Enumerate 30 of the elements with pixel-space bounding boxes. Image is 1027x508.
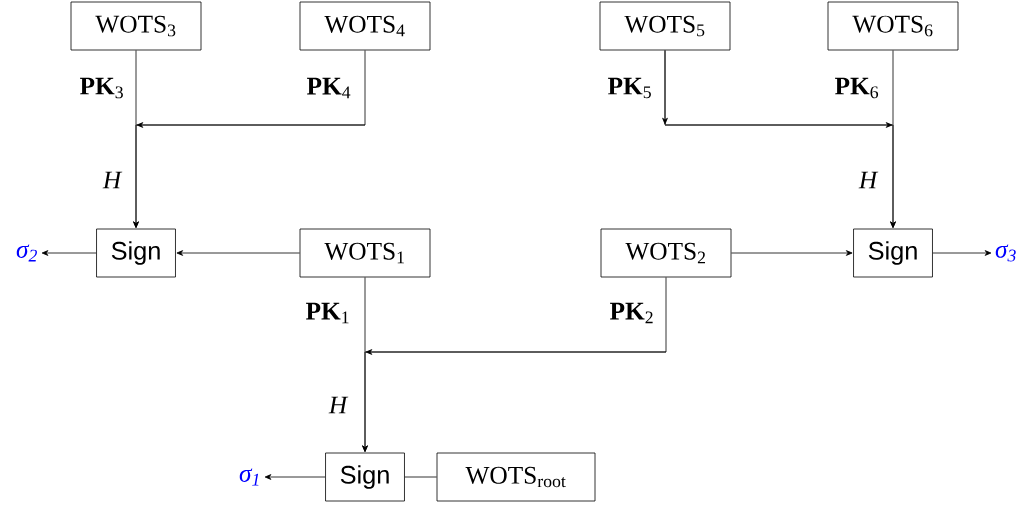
edge-label: PK$_{4}$ xyxy=(307,77,351,99)
edge-label: PK$_{5}$ xyxy=(608,77,651,99)
sign-box: Sign xyxy=(325,452,405,502)
sign-box: Sign xyxy=(96,228,176,278)
edge-label: PK$_{2}$ xyxy=(610,302,653,324)
signature-label: σ$_{1}$ xyxy=(239,468,259,486)
arrow xyxy=(932,250,992,256)
arrow xyxy=(890,50,896,228)
arrow xyxy=(731,250,853,256)
edge-label: PK$_{3}$ xyxy=(80,77,123,99)
hash-label: H xyxy=(858,171,879,189)
arrow xyxy=(362,277,667,452)
edge-label: PK$_{1}$ xyxy=(306,302,349,324)
wots-box: WOTS$_{1}$ xyxy=(299,228,431,278)
signature-label: σ$_{3}$ xyxy=(995,244,1016,262)
wots-box: WOTS$_{root}$ xyxy=(436,452,596,502)
arrow xyxy=(133,50,366,228)
signature-label: σ$_{2}$ xyxy=(16,244,37,262)
wots-box: WOTS$_{6}$ xyxy=(827,1,959,51)
arrow xyxy=(176,250,300,256)
wots-box: WOTS$_{5}$ xyxy=(599,1,731,51)
wots-box: WOTS$_{2}$ xyxy=(600,228,732,278)
wots-box: WOTS$_{4}$ xyxy=(299,1,431,51)
hash-label: H xyxy=(102,171,123,189)
arrow xyxy=(41,250,97,256)
wots-box: WOTS$_{3}$ xyxy=(70,1,202,51)
hash-label: H xyxy=(328,396,349,414)
edge-label: PK$_{6}$ xyxy=(835,77,879,99)
sign-box: Sign xyxy=(853,228,933,278)
arrow xyxy=(264,474,326,480)
